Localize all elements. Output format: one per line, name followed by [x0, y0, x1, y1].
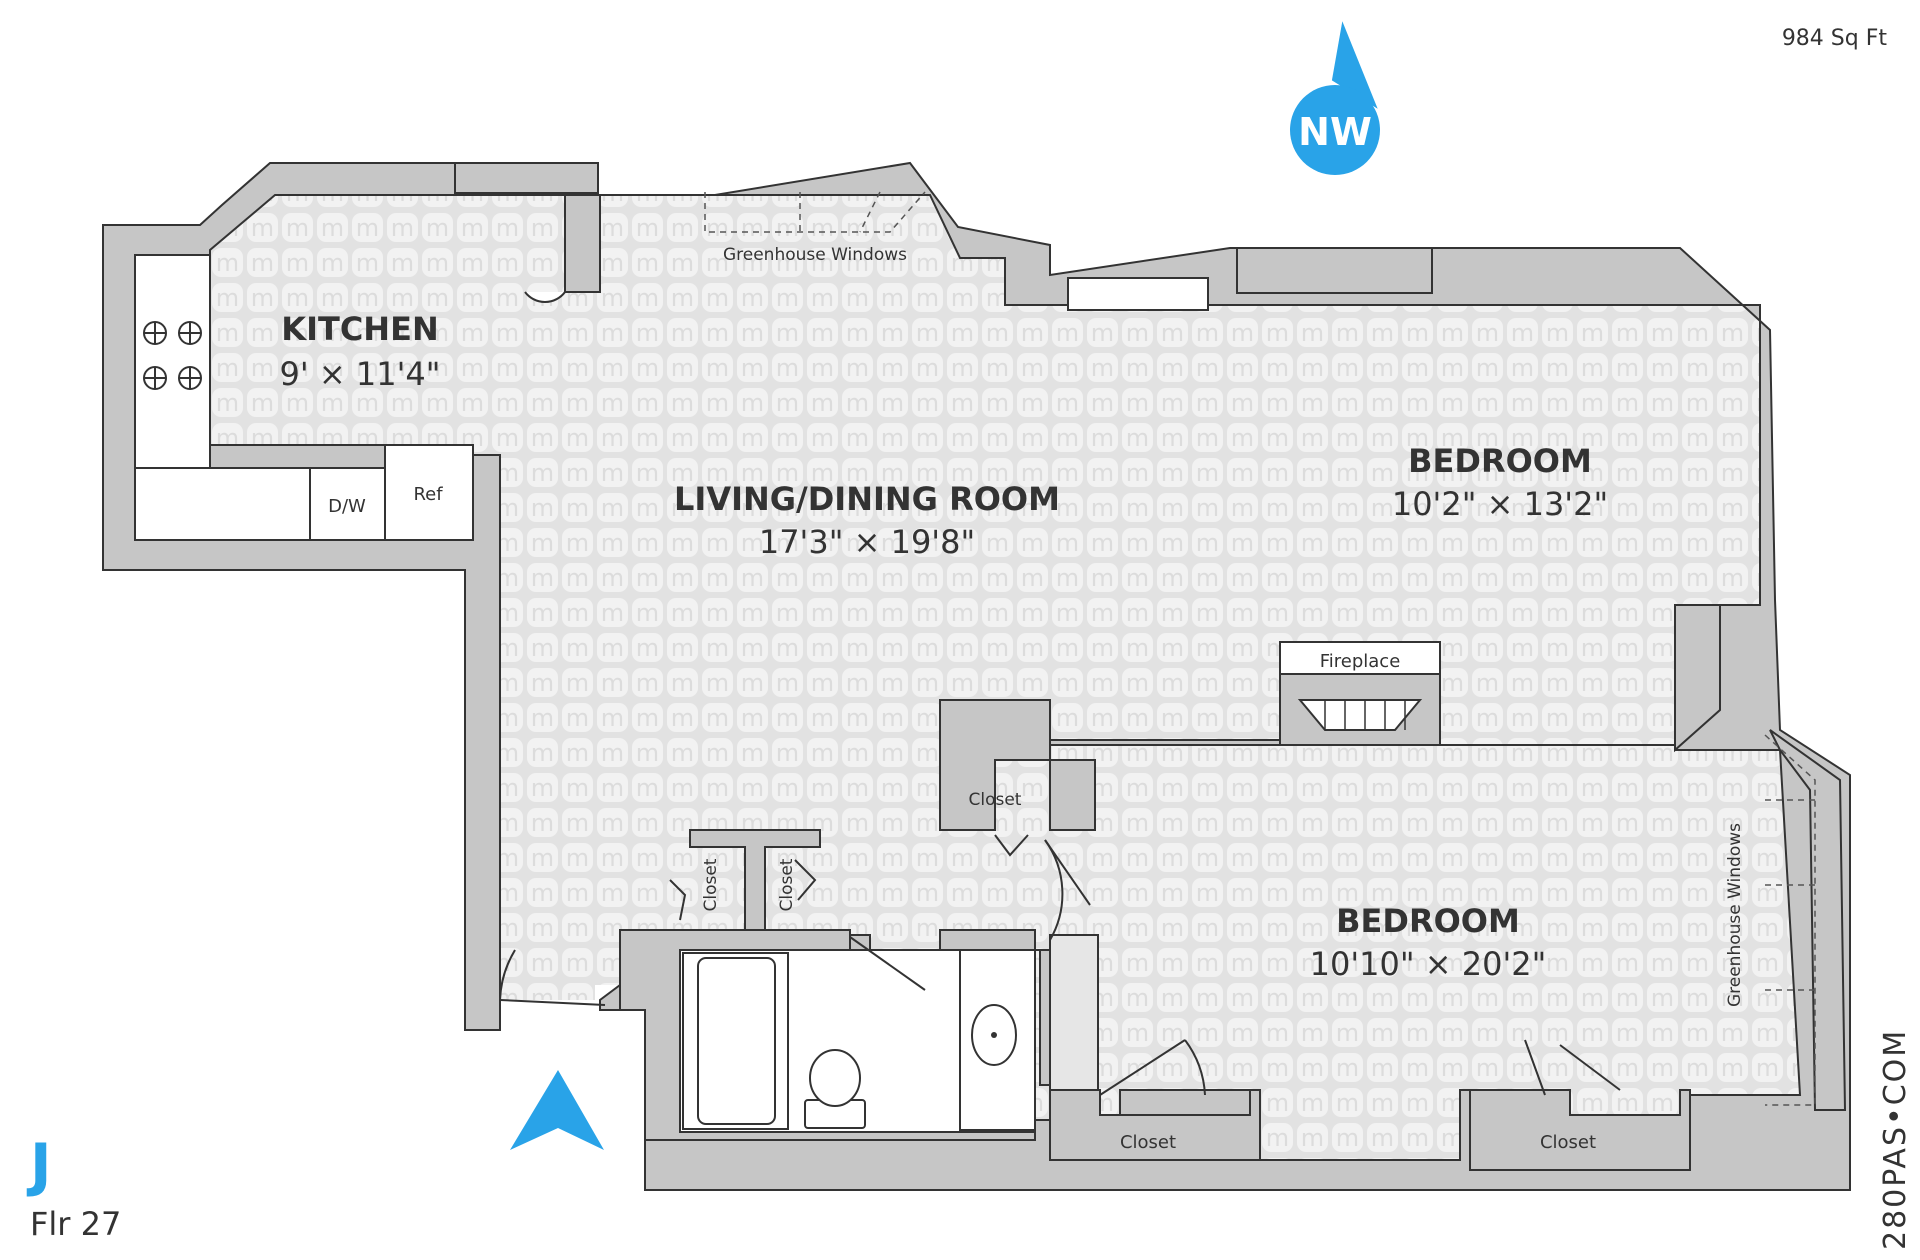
- closet-label-a: Closet: [969, 790, 1022, 810]
- kitchen-dims: 9' × 11'4": [280, 355, 441, 393]
- dw-label: D/W: [328, 496, 366, 517]
- fireplace-label: Fireplace: [1320, 651, 1401, 672]
- toilet: [804, 1049, 866, 1129]
- floor-label: Flr 27: [30, 1205, 121, 1243]
- bedroom1-title: BEDROOM: [1408, 442, 1592, 480]
- closet-label-c: Closet: [777, 858, 797, 911]
- doors: [499, 834, 1621, 1096]
- interior-walls: [619, 604, 1847, 1171]
- square-footage: 984 Sq Ft: [1782, 26, 1888, 51]
- bedroom2-title: BEDROOM: [1336, 902, 1520, 940]
- unit-letter: J: [26, 1131, 52, 1199]
- vanity: [959, 949, 1036, 1131]
- compass-icon: NW: [1290, 21, 1380, 175]
- closet-label-e: Closet: [1540, 1132, 1596, 1153]
- ref-label: Ref: [413, 484, 443, 505]
- top-windows: [454, 162, 1433, 311]
- living-title: LIVING/DINING ROOM: [674, 480, 1060, 518]
- fireplace: [1279, 641, 1441, 746]
- greenhouse-top-label: Greenhouse Windows: [723, 245, 907, 265]
- closet-label-d: Closet: [1120, 1132, 1176, 1153]
- stove-burners: [143, 321, 202, 390]
- floor-area: [210, 195, 1800, 1160]
- greenhouse-outlines: [704, 191, 1816, 1106]
- compass-label: NW: [1298, 110, 1372, 154]
- closet-label-b: Closet: [701, 858, 721, 911]
- brand-logo: 280PAS•COM: [1878, 1029, 1913, 1250]
- dishwasher: [309, 467, 386, 541]
- greenhouse-right-label: Greenhouse Windows: [1725, 823, 1745, 1007]
- entrance-arrow-icon: [510, 1070, 604, 1150]
- kitchen-counters: [134, 254, 566, 541]
- kitchen-title: KITCHEN: [281, 310, 438, 348]
- living-dims: 17'3" × 19'8": [759, 523, 975, 561]
- bedroom1-dims: 10'2" × 13'2": [1392, 485, 1608, 523]
- refrigerator: [384, 444, 474, 541]
- bedroom2-dims: 10'10" × 20'2": [1310, 945, 1547, 983]
